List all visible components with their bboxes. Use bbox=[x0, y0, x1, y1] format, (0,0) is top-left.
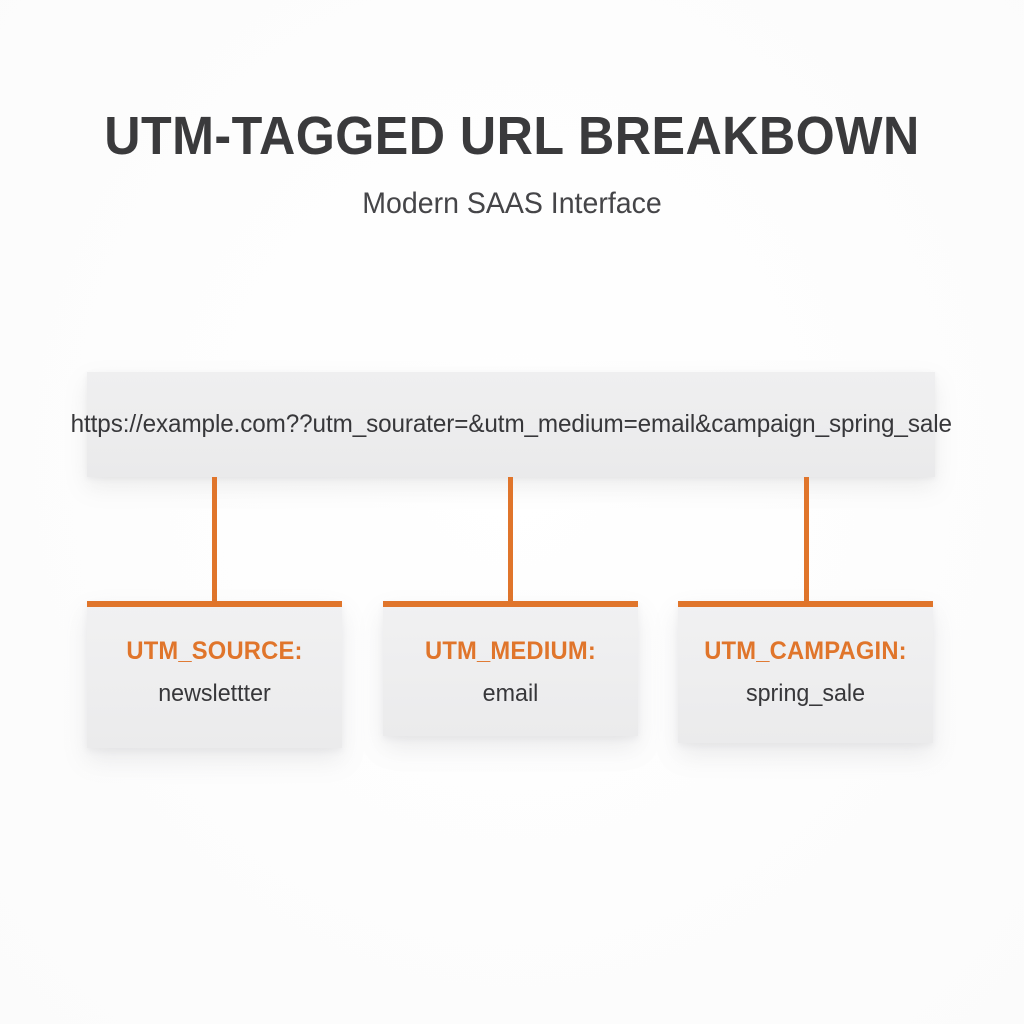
param-key: UTM_SOURCE: bbox=[126, 637, 303, 665]
connector-line-utm-medium bbox=[508, 477, 513, 603]
param-card[interactable]: UTM_SOURCE: newslettter bbox=[87, 601, 342, 748]
card-accent-bar bbox=[678, 601, 933, 607]
card-body: UTM_MEDIUM: email bbox=[383, 607, 638, 736]
param-value: newslettter bbox=[158, 680, 271, 707]
connector-line-utm-campaign bbox=[804, 477, 809, 603]
card-accent-bar bbox=[87, 601, 342, 607]
param-value: spring_sale bbox=[745, 680, 866, 707]
param-key: UTM_CAMPAGIN: bbox=[704, 637, 907, 665]
url-bar[interactable]: https://example.com??utm_sourater=&utm_m… bbox=[70, 372, 952, 477]
card-body: UTM_CAMPAGIN: spring_sale bbox=[678, 607, 933, 743]
param-key: UTM_MEDIUM: bbox=[425, 637, 596, 665]
url-text: https://example.com??utm_sourater=&utm_m… bbox=[70, 410, 952, 438]
card-body: UTM_SOURCE: newslettter bbox=[87, 607, 342, 748]
page-title: UTM-TAGGED URL BREAKBOWN bbox=[104, 106, 920, 166]
page-subtitle: Modern SAAS Interface bbox=[362, 186, 662, 220]
param-card[interactable]: UTM_MEDIUM: email bbox=[383, 601, 638, 736]
header: UTM-TAGGED URL BREAKBOWN Modern SAAS Int… bbox=[0, 108, 1024, 221]
param-card[interactable]: UTM_CAMPAGIN: spring_sale bbox=[678, 601, 933, 743]
card-accent-bar bbox=[383, 601, 638, 607]
param-value: email bbox=[482, 680, 539, 707]
connector-line-utm-source bbox=[212, 477, 217, 603]
